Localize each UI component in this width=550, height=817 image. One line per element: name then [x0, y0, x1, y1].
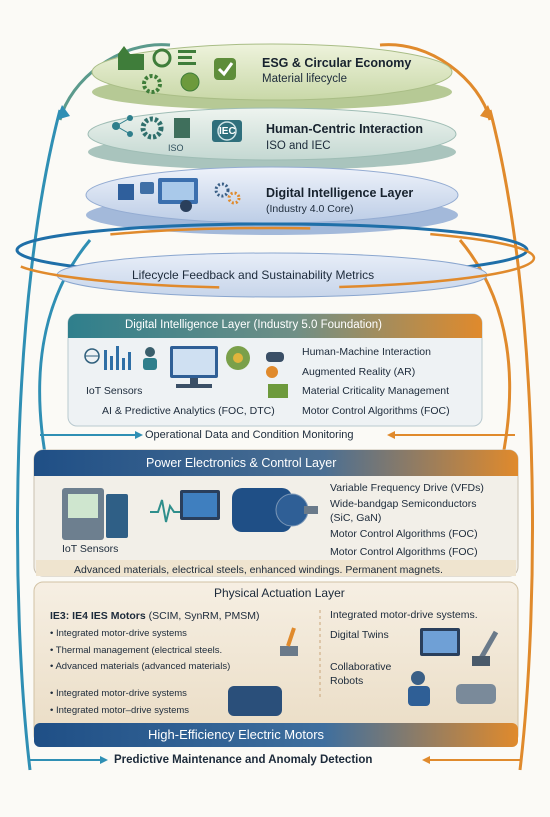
human-layer-subtitle: ISO and IEC [266, 140, 331, 152]
digital50-item-hmi: Human-Machine Interaction [302, 346, 431, 358]
physical-right-collaborative: Collaborative [330, 661, 392, 673]
materials-icon [268, 384, 288, 398]
network-nodes-icon [112, 115, 133, 137]
iso-tag: ISO [168, 143, 184, 153]
operator-workstation-icon [158, 178, 198, 212]
operational-data-label: Operational Data and Condition Monitorin… [145, 429, 354, 441]
esg-layer-title: ESG & Circular Economy [262, 56, 412, 70]
physical-bullet-5: • Integrated motor–drive systems [50, 705, 190, 716]
motors-bar-label: High-Efficiency Electric Motors [148, 727, 325, 742]
physical-right-robots: Robots [330, 675, 364, 687]
document-lines-icon [178, 50, 196, 65]
feedback-ring-label: Lifecycle Feedback and Sustainability Me… [132, 268, 375, 282]
motors-line: IE3: IE4 IES Motors (SCIM, SynRM, PMSM) [50, 610, 259, 622]
physical-bullet-2-text: Thermal management (electrical steels. [55, 645, 223, 656]
digital-twin-monitor-icon [420, 628, 460, 656]
brain-gear-icon [226, 346, 250, 370]
checkmark-badge-icon [214, 58, 236, 80]
power-header: Power Electronics & Control Layer [146, 456, 337, 470]
gear-icon [142, 74, 162, 94]
motors-line-bold: IE3: IE4 IES Motors [50, 610, 146, 622]
industrial-robot-icon [472, 630, 499, 666]
digital50-item-foc: Motor Control Algorithms (FOC) [302, 405, 450, 417]
digital50-item-material: Material Criticality Management [302, 385, 450, 397]
digital50-ai-label: AI & Predictive Analytics (FOC, DTC) [102, 405, 275, 417]
physical-bullet-3-text: Advanced materials (advanced materials) [55, 661, 231, 672]
robot-arm-icon [280, 627, 298, 656]
iec-tag: IEC [219, 126, 236, 137]
analytics-monitor-icon [170, 346, 218, 388]
motors-line-rest: (SCIM, SynRM, PMSM) [148, 610, 260, 622]
ar-headset-icon [266, 352, 284, 378]
iec-logo-icon [212, 120, 242, 142]
power-item-vfd: Variable Frequency Drive (VFDs) [330, 482, 484, 494]
motor-unit-icon [228, 686, 282, 716]
physical-right-integrated: Integrated motor-drive systems. [330, 609, 478, 621]
engineer-icon [408, 671, 430, 706]
digital50-item-ar: Augmented Reality (AR) [302, 366, 416, 378]
materials-note: Advanced materials, electrical steels, e… [74, 564, 443, 576]
factory-icon [118, 46, 144, 70]
physical-header: Physical Actuation Layer [214, 586, 345, 600]
waveform-icon [150, 499, 180, 523]
physical-bullet-4: • Integrated motor-drive systems [50, 688, 187, 699]
recycle-icon [152, 48, 172, 68]
control-cabinet-icon [106, 494, 128, 538]
physical-bullet-1: • Integrated motor-drive systems [50, 628, 187, 639]
power-item-foc-1: Motor Control Algorithms (FOC) [330, 528, 478, 540]
electric-motor-icon [232, 488, 318, 532]
physical-bullet-1-text: Integrated motor-drive systems [55, 628, 187, 639]
bottom-label: Predictive Maintenance and Anomaly Detec… [114, 754, 373, 766]
physical-right-digital-twins: Digital Twins [330, 629, 389, 641]
power-item-foc-2: Motor Control Algorithms (FOC) [330, 546, 478, 558]
physical-bullet-4-text: Integrated motor-drive systems [55, 688, 187, 699]
power-item-wbg: Wide-bandgap Semiconductors [330, 498, 477, 510]
physical-bullet-2: • Thermal management (electrical steels. [50, 645, 223, 656]
physical-bullet-5-text: Integrated motor–drive systems [55, 705, 190, 716]
digital40-layer-title: Digital Intelligence Layer [266, 186, 414, 200]
vfd-device-icon [62, 488, 104, 540]
drive-monitor-icon [180, 490, 220, 520]
esg-layer-subtitle: Material lifecycle [262, 73, 347, 85]
bar-chart-icon [104, 346, 131, 370]
robot-gripper-icon [456, 684, 496, 704]
gear-icon-human [140, 116, 164, 140]
globe-sensor-icon [84, 348, 100, 364]
person-icon [143, 347, 157, 370]
power-item-sic-gan: (SiC, GaN) [330, 512, 382, 524]
digital50-header: Digital Intelligence Layer (Industry 5.0… [125, 319, 382, 331]
human-layer-title: Human-Centric Interaction [266, 122, 423, 136]
digital50-iot-label: IoT Sensors [86, 385, 143, 397]
camera-icon [140, 182, 154, 194]
gears-icon [214, 182, 241, 205]
cube-icon [118, 184, 134, 200]
physical-bullet-3: • Advanced materials (advanced materials… [50, 661, 231, 672]
globe-icon [180, 72, 200, 92]
power-iot-label: IoT Sensors [62, 543, 119, 555]
digital40-layer-subtitle: (Industry 4.0 Core) [266, 203, 354, 215]
building-icon [174, 118, 190, 138]
